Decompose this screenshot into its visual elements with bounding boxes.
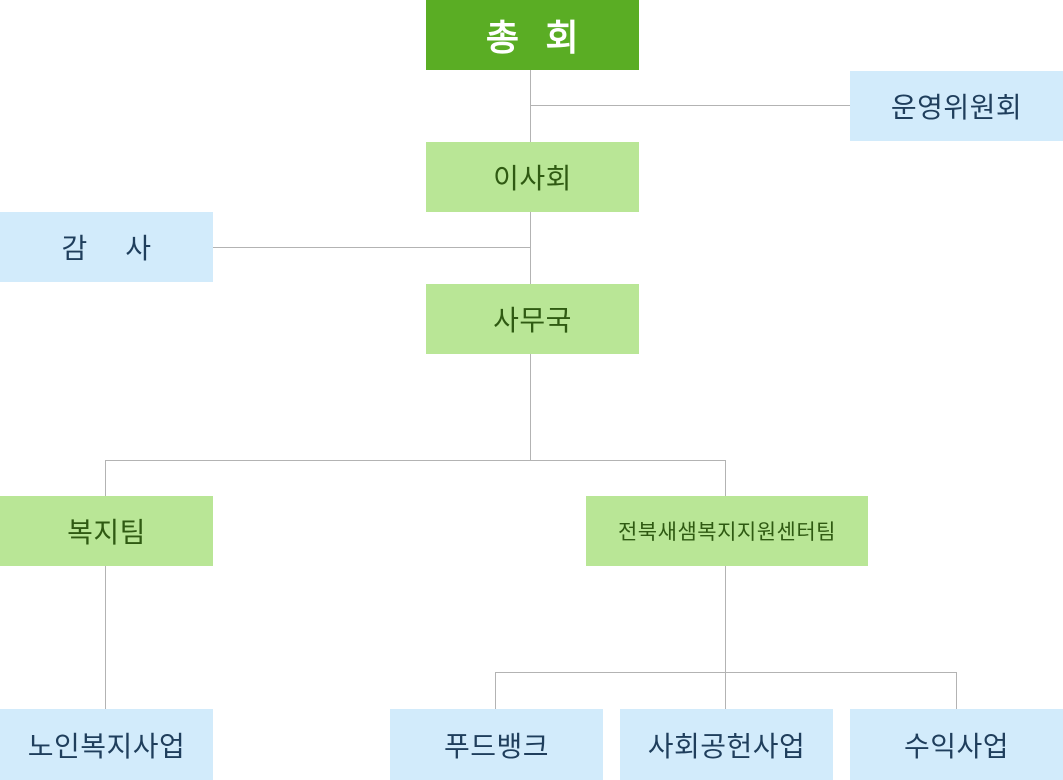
connector-to-auditor	[213, 247, 531, 248]
food-bank-box: 푸드뱅크	[390, 709, 603, 780]
auditor-label: 감 사	[61, 232, 152, 265]
food-bank-label: 푸드뱅크	[443, 729, 550, 763]
steering-committee-box: 운영위원회	[850, 71, 1063, 141]
auditor-box: 감 사	[0, 212, 213, 282]
center-team-box: 전북새샘복지지원센터팀	[586, 496, 868, 566]
welfare-team-label: 복지팀	[67, 516, 146, 549]
revenue-business-box: 수익사업	[850, 709, 1063, 780]
elderly-welfare-label: 노인복지사업	[27, 729, 186, 763]
connector-to-committee	[530, 105, 850, 106]
connector-to-revenue	[956, 672, 957, 709]
connector-team-split	[105, 460, 726, 461]
connector-to-center-team	[725, 460, 726, 496]
elderly-welfare-box: 노인복지사업	[0, 709, 213, 780]
connector-welfare-to-elderly	[105, 566, 106, 709]
welfare-team-box: 복지팀	[0, 496, 213, 566]
connector-center-down	[725, 566, 726, 709]
secretariat-label: 사무국	[493, 304, 572, 337]
general-assembly-label: 총 회	[485, 18, 580, 59]
revenue-business-label: 수익사업	[903, 729, 1010, 763]
board-box: 이사회	[426, 142, 639, 212]
general-assembly-box: 총 회	[426, 0, 639, 70]
steering-committee-label: 운영위원회	[890, 91, 1023, 124]
connector-to-food-bank	[495, 672, 496, 709]
connector-to-welfare-team	[105, 460, 106, 496]
social-contribution-box: 사회공헌사업	[620, 709, 833, 780]
center-team-label: 전북새샘복지지원센터팀	[617, 520, 837, 544]
connector-main-vertical	[530, 70, 531, 461]
connector-program-split	[495, 672, 957, 673]
board-label: 이사회	[493, 162, 572, 195]
social-contribution-label: 사회공헌사업	[647, 729, 806, 763]
secretariat-box: 사무국	[426, 284, 639, 354]
